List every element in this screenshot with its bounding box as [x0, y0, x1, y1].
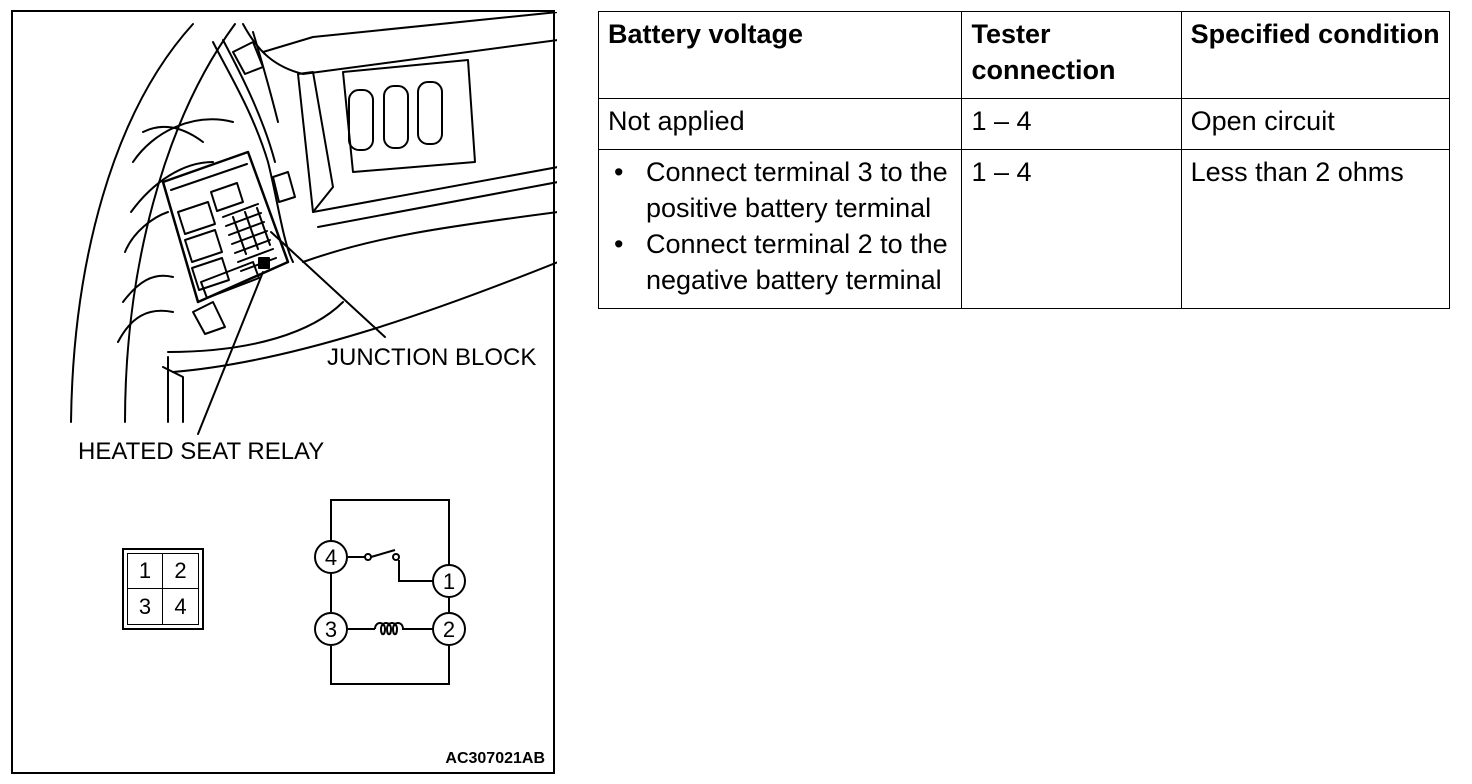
list-item: Connect terminal 2 to the negative batte…	[614, 226, 953, 298]
cell-specified-condition: Less than 2 ohms	[1180, 149, 1451, 309]
heated-seat-relay-callout: HEATED SEAT RELAY	[78, 438, 325, 465]
relay-circuit-schematic: 4 1 3 2	[314, 499, 466, 685]
circuit-terminal-4: 4	[325, 545, 337, 570]
cell-battery-voltage: Connect terminal 3 to the positive batte…	[597, 149, 963, 309]
battery-steps-list: Connect terminal 3 to the positive batte…	[608, 154, 953, 298]
list-item: Connect terminal 3 to the positive batte…	[614, 154, 953, 226]
pin-3: 3	[128, 589, 163, 624]
circuit-terminal-3: 3	[325, 617, 337, 642]
table-row: Not applied 1 – 4 Open circuit	[597, 98, 1451, 150]
cell-tester-connection: 1 – 4	[961, 149, 1182, 309]
circuit-terminal-1: 1	[443, 569, 455, 594]
table-row: Connect terminal 3 to the positive batte…	[597, 149, 1451, 309]
header-tester-connection: Tester connection	[961, 11, 1182, 99]
pin-2: 2	[163, 554, 198, 589]
cell-battery-voltage: Not applied	[597, 98, 963, 150]
relay-connector-pinout: 1 2 3 4	[122, 548, 204, 630]
table-header-row: Battery voltage Tester connection Specif…	[597, 11, 1451, 99]
junction-block-illustration	[70, 12, 557, 435]
circuit-terminal-2: 2	[443, 617, 455, 642]
illustration-panel: JUNCTION BLOCK HEATED SEAT RELAY 1 2 3 4…	[11, 10, 557, 774]
header-specified-condition: Specified condition	[1180, 11, 1451, 99]
header-battery-voltage: Battery voltage	[597, 11, 963, 99]
figure-code: AC307021AB	[445, 750, 545, 767]
pin-1: 1	[128, 554, 163, 589]
junction-block-callout: JUNCTION BLOCK	[327, 344, 537, 371]
cell-tester-connection: 1 – 4	[961, 98, 1182, 150]
relay-check-table: Battery voltage Tester connection Specif…	[597, 11, 1451, 309]
pin-4: 4	[174, 593, 187, 619]
cell-specified-condition: Open circuit	[1180, 98, 1451, 150]
